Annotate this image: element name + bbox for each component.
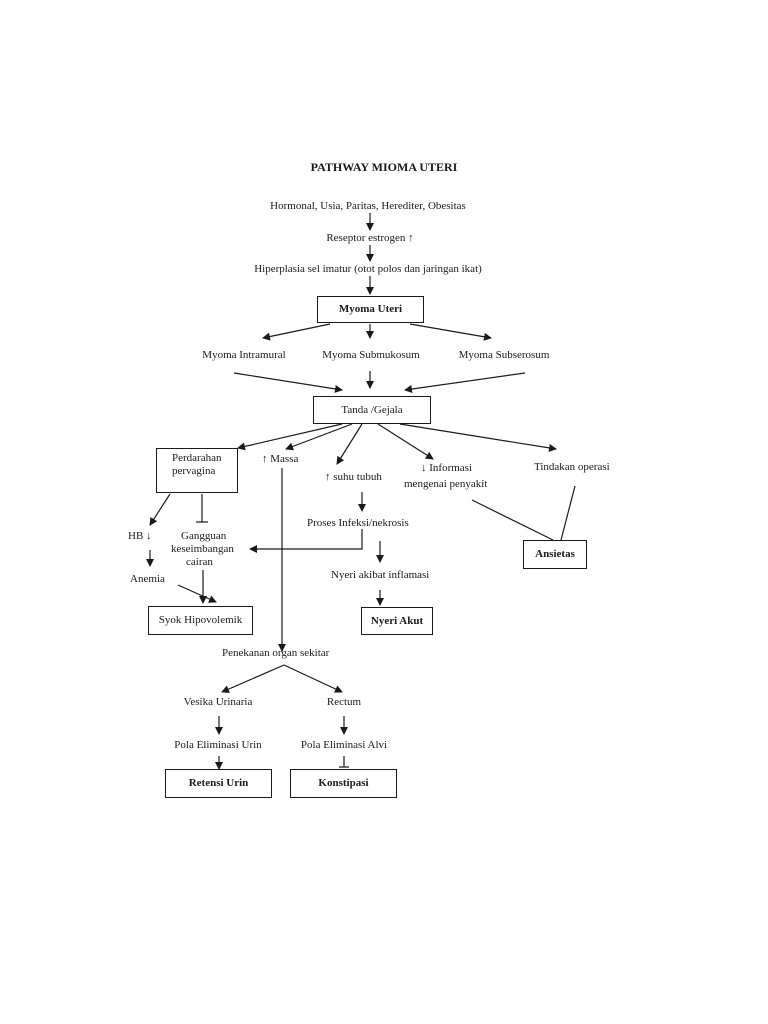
informasi-node: ↓ Informasi mengenai penyakit bbox=[404, 462, 487, 491]
line-informasi-ansietas bbox=[471, 499, 554, 541]
myoma-submukosum-node: Myoma Submukosum bbox=[322, 349, 420, 361]
informasi-line1: ↓ Informasi bbox=[421, 462, 473, 474]
hb-node: HB ↓ bbox=[128, 530, 152, 542]
receptor-node: Reseptor estrogen ↑ bbox=[326, 232, 414, 244]
proses-infeksi-node: Proses Infeksi/nekrosis bbox=[307, 517, 409, 529]
hyperplasia-node: Hiperplasia sel imatur (otot polos dan j… bbox=[254, 263, 482, 275]
line-tindakan-ansietas bbox=[560, 485, 576, 541]
myoma-uteri-box: Myoma Uteri bbox=[317, 296, 424, 323]
arrow-tanda-massa bbox=[285, 423, 353, 451]
arrow-anemia-syok bbox=[177, 584, 217, 603]
rectum-node: Rectum bbox=[326, 696, 362, 708]
anemia-node: Anemia bbox=[130, 573, 165, 585]
perdarahan-box: Perdarahan pervagina bbox=[156, 448, 238, 493]
pola-eliminasi-alvi-node: Pola Eliminasi Alvi bbox=[300, 739, 388, 751]
arrow-tanda-informasi bbox=[377, 423, 434, 460]
nyeri-akut-box: Nyeri Akut bbox=[361, 607, 433, 635]
suhu-tubuh-node: ↑ suhu tubuh bbox=[325, 471, 382, 483]
gangguan-line2: keseimbangan bbox=[171, 543, 234, 555]
penekanan-node: Penekanan organ sekitar bbox=[222, 647, 330, 659]
konstipasi-box: Konstipasi bbox=[290, 769, 397, 798]
pola-eliminasi-urin-node: Pola Eliminasi Urin bbox=[174, 739, 262, 751]
causes-node: Hormonal, Usia, Paritas, Herediter, Obes… bbox=[270, 200, 466, 212]
arrow-penekanan-vesika bbox=[221, 664, 285, 693]
retensi-urin-box: Retensi Urin bbox=[165, 769, 272, 798]
massa-node: ↑ Massa bbox=[262, 453, 299, 465]
informasi-line2: mengenai penyakit bbox=[404, 478, 488, 490]
myoma-intramural-node: Myoma Intramural bbox=[202, 349, 286, 361]
arrow-myoma-subserosum bbox=[409, 323, 492, 341]
ansietas-box: Ansietas bbox=[523, 540, 587, 569]
arrow-intramural-tanda bbox=[233, 372, 343, 393]
arrow-perdarahan-hb bbox=[149, 493, 171, 526]
arrow-myoma-intramural bbox=[262, 323, 331, 341]
gangguan-node: Gangguan keseimbangan cairan bbox=[171, 530, 234, 569]
perdarahan-line2: pervagina bbox=[172, 465, 216, 477]
tanda-gejala-box: Tanda /Gejala bbox=[313, 396, 431, 424]
gangguan-line3: cairan bbox=[186, 556, 213, 568]
arrow-penekanan-rectum bbox=[283, 664, 343, 693]
vesika-urinaria-node: Vesika Urinaria bbox=[183, 696, 253, 708]
arrow-proses-gangguan bbox=[249, 529, 363, 553]
syok-hipovolemik-box: Syok Hipovolemik bbox=[148, 606, 253, 635]
arrow-tanda-tindakan bbox=[399, 423, 557, 452]
arrow-tanda-perdarahan bbox=[237, 423, 343, 451]
nyeri-inflamasi-node: Nyeri akibat inflamasi bbox=[331, 569, 430, 581]
arrow-tanda-suhu bbox=[336, 423, 363, 465]
tindakan-operasi-node: Tindakan operasi bbox=[534, 461, 610, 473]
arrow-subserosum-tanda bbox=[404, 372, 526, 393]
diagram-title: PATHWAY MIOMA UTERI bbox=[310, 160, 458, 174]
perdarahan-line1: Perdarahan bbox=[172, 452, 222, 464]
gangguan-line1: Gangguan bbox=[181, 530, 227, 542]
myoma-subserosum-node: Myoma Subserosum bbox=[458, 349, 550, 361]
